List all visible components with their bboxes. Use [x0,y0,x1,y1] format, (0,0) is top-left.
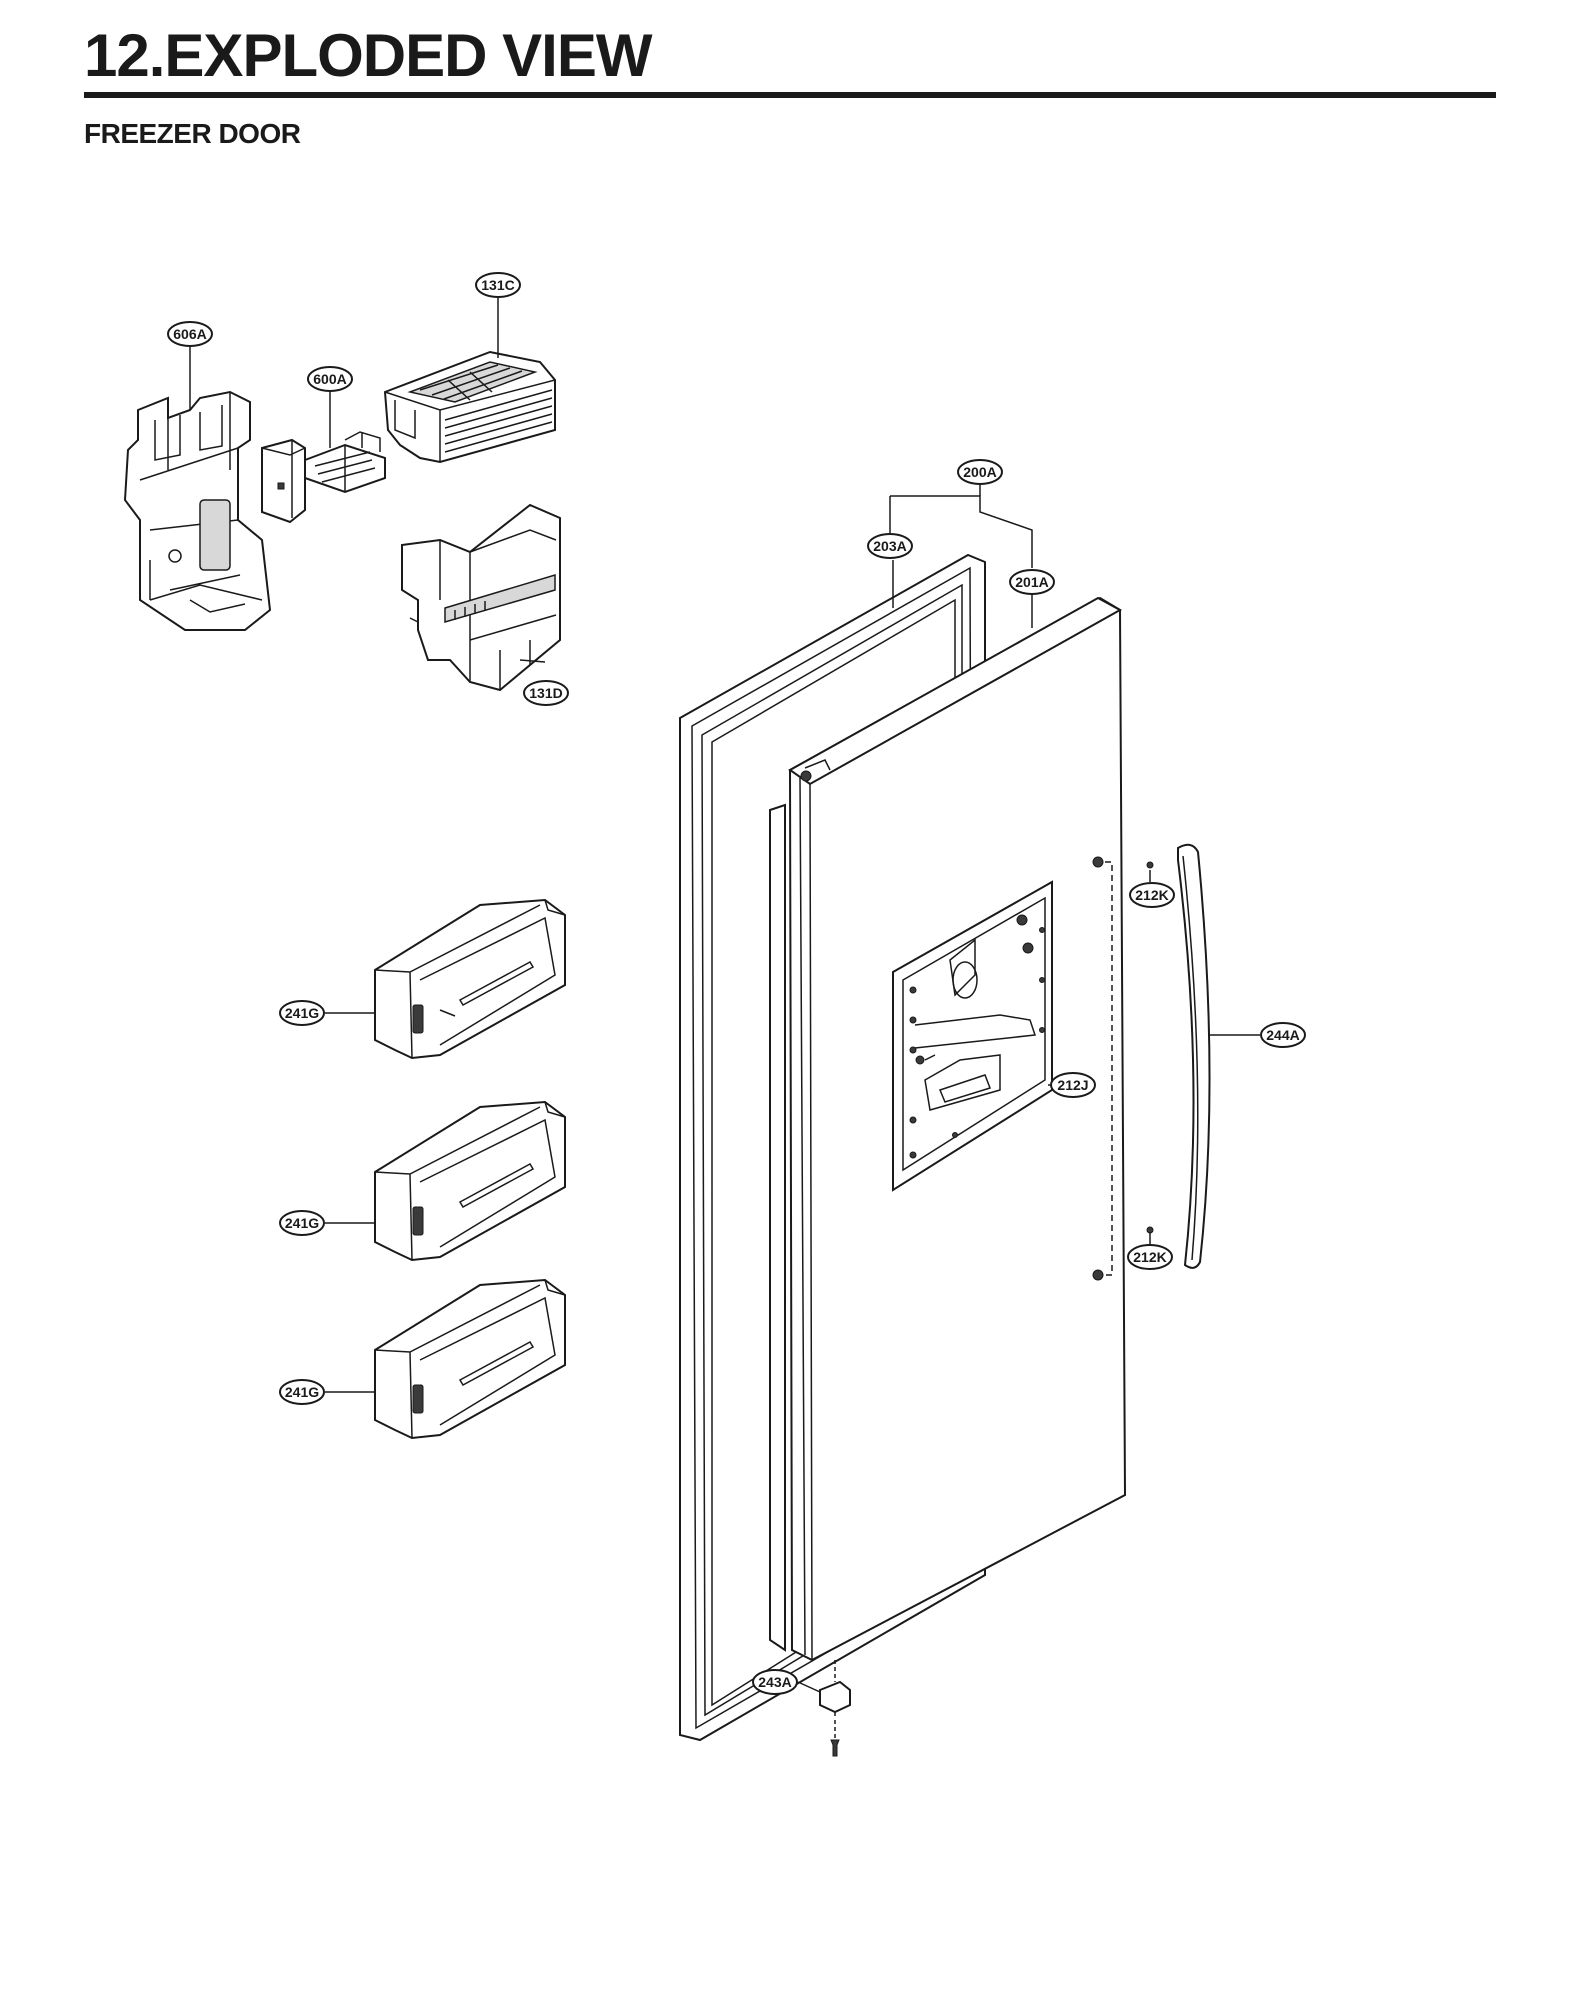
door-basket-part-2 [374,1100,566,1262]
callout-label: 241G [285,1384,319,1400]
callout-244A: 244A [1260,1022,1306,1048]
callout-243A: 243A [752,1669,798,1695]
page-title: 12.EXPLODED VIEW [84,22,652,89]
callout-131C: 131C [475,272,521,298]
callout-label: 203A [873,538,906,554]
leader-lines [189,298,1260,1693]
ice-bin-cover-part [383,350,556,464]
door-basket-part-1 [374,898,566,1060]
callout-label: 131D [529,685,562,701]
handle-screws-part [1092,856,1154,1281]
title-rule [84,92,1496,98]
door-basket-part-3 [374,1278,566,1440]
callout-606A: 606A [167,321,213,347]
door-body-part [769,596,1127,1662]
callout-200A: 200A [957,459,1003,485]
callout-label: 212K [1135,887,1168,903]
callout-label: 212J [1057,1077,1088,1093]
callout-212K-top: 212K [1129,882,1175,908]
ice-bin-part [401,503,561,692]
callout-label: 600A [313,371,346,387]
callout-label: 201A [1015,574,1048,590]
callout-label: 131C [481,277,514,293]
callout-label: 212K [1133,1249,1166,1265]
callout-label: 241G [285,1005,319,1021]
callout-600A: 600A [307,366,353,392]
section-subtitle: FREEZER DOOR [84,118,301,149]
callout-label: 241G [285,1215,319,1231]
door-handle-part [1177,843,1211,1269]
callout-212K-bottom: 212K [1127,1244,1173,1270]
callout-201A: 201A [1009,569,1055,595]
callout-241G-3: 241G [279,1379,325,1405]
callout-241G-1: 241G [279,1000,325,1026]
lower-hinge-part [819,1660,851,1757]
callout-131D: 131D [523,680,569,706]
callout-label: 606A [173,326,206,342]
callout-203A: 203A [867,533,913,559]
ice-maker-assembly-part [261,431,386,524]
callout-212J: 212J [1050,1072,1096,1098]
callout-label: 243A [758,1674,791,1690]
callout-label: 244A [1266,1027,1299,1043]
callout-label: 200A [963,464,996,480]
ice-maker-bracket-part [123,390,272,631]
callout-241G-2: 241G [279,1210,325,1236]
